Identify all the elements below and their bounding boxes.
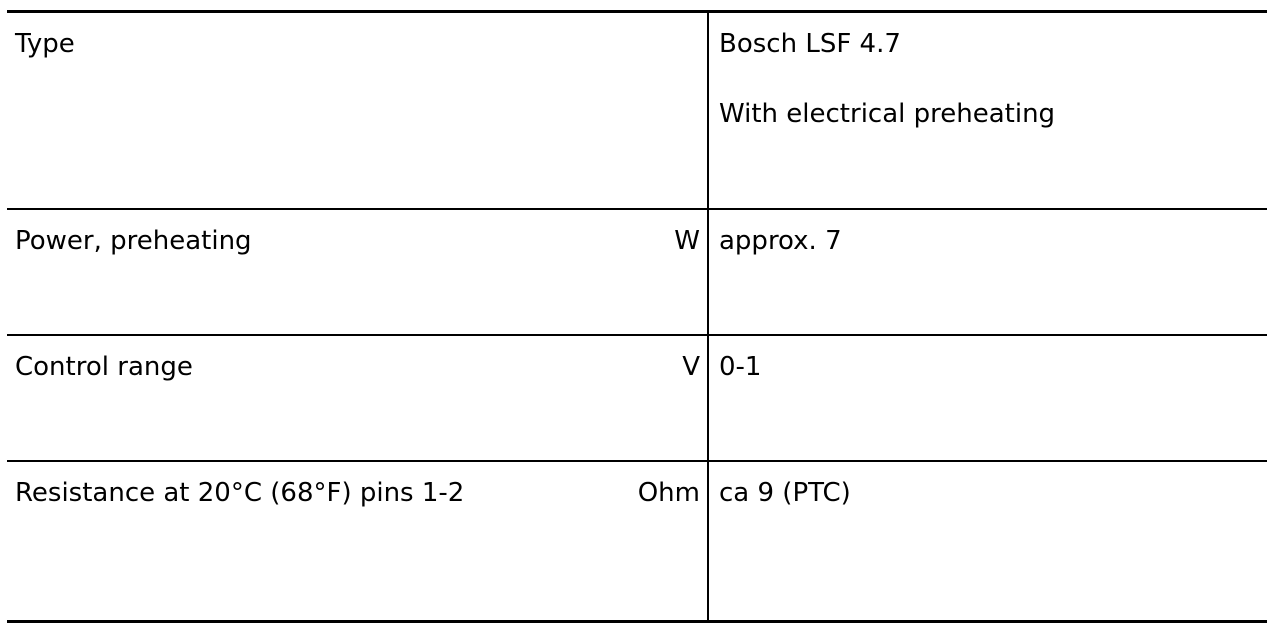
parameter-cell: Control range V bbox=[7, 336, 709, 460]
table-row-type: Type Bosch LSF 4.7 With electrical prehe… bbox=[7, 13, 1267, 210]
value-text: Bosch LSF 4.7 bbox=[719, 29, 901, 59]
value-cell: ca 9 (PTC) bbox=[709, 462, 1267, 620]
unit-label: V bbox=[682, 352, 700, 382]
parameter-label: Control range bbox=[15, 352, 193, 382]
table-row-power-preheating: Power, preheating W approx. 7 bbox=[7, 210, 1267, 336]
parameter-label: Power, preheating bbox=[15, 226, 252, 256]
spec-table: Type Bosch LSF 4.7 With electrical prehe… bbox=[7, 10, 1267, 623]
parameter-cell: Power, preheating W bbox=[7, 210, 709, 334]
table-row-control-range: Control range V 0-1 bbox=[7, 336, 1267, 462]
value-text: approx. 7 bbox=[719, 226, 842, 256]
parameter-label: Resistance at 20°C (68°F) pins 1-2 bbox=[15, 478, 465, 508]
value-cell: Bosch LSF 4.7 With electrical preheating bbox=[709, 13, 1267, 208]
value-text: With electrical preheating bbox=[719, 99, 1056, 129]
parameter-cell: Type bbox=[7, 13, 709, 208]
parameter-label: Type bbox=[15, 29, 75, 59]
value-text: 0-1 bbox=[719, 352, 762, 382]
table-row-resistance: Resistance at 20°C (68°F) pins 1-2 Ohm c… bbox=[7, 462, 1267, 620]
unit-label: Ohm bbox=[637, 478, 700, 508]
value-cell: 0-1 bbox=[709, 336, 1267, 460]
parameter-cell: Resistance at 20°C (68°F) pins 1-2 Ohm bbox=[7, 462, 709, 620]
value-cell: approx. 7 bbox=[709, 210, 1267, 334]
value-text: ca 9 (PTC) bbox=[719, 478, 851, 508]
unit-label: W bbox=[674, 226, 700, 256]
